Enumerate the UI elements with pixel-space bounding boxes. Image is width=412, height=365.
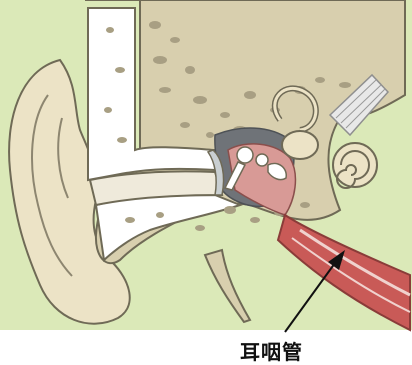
eustachian-tube-label: 耳咽管 bbox=[240, 336, 303, 365]
